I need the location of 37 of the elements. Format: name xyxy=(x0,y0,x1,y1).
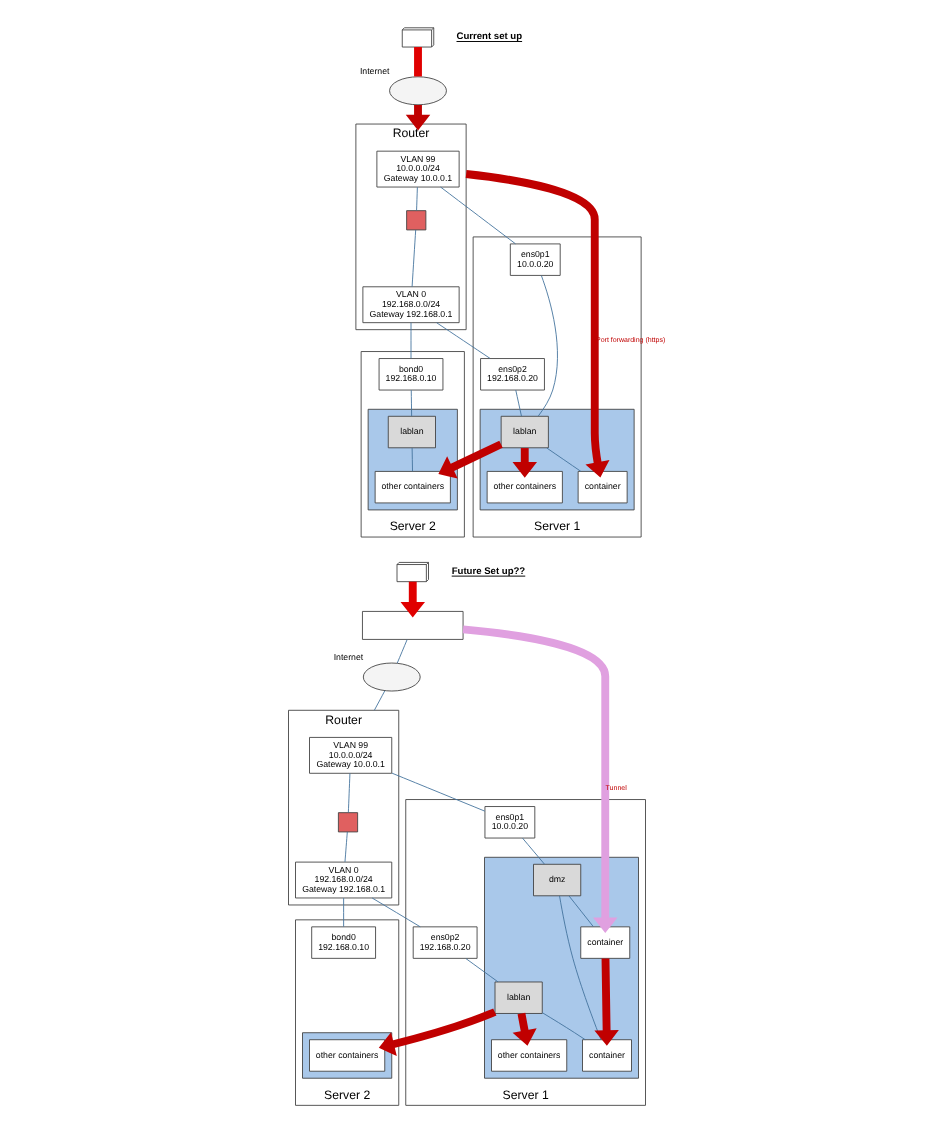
connector xyxy=(411,229,417,288)
node-firewall xyxy=(406,210,427,231)
arrow xyxy=(512,1012,537,1046)
node-cloud xyxy=(362,662,421,692)
connector xyxy=(436,322,491,359)
connector xyxy=(546,447,582,472)
connector xyxy=(410,322,412,359)
connector xyxy=(343,897,345,928)
cluster xyxy=(479,408,635,511)
arrow xyxy=(465,170,610,478)
connector xyxy=(522,837,545,865)
connector xyxy=(396,639,408,664)
connector xyxy=(568,895,594,927)
connector xyxy=(416,186,418,211)
arrow xyxy=(378,1008,497,1056)
node-firewall xyxy=(337,812,359,833)
connector xyxy=(344,831,348,863)
connector xyxy=(537,275,558,417)
connector xyxy=(440,186,516,245)
cluster xyxy=(302,1032,393,1079)
arrow xyxy=(400,581,425,618)
connector xyxy=(542,1012,586,1041)
connector xyxy=(373,690,386,711)
connector xyxy=(410,389,413,417)
connector xyxy=(414,47,422,77)
connector xyxy=(465,958,499,983)
connector xyxy=(347,772,351,813)
connector xyxy=(559,895,602,1040)
arrow xyxy=(594,958,619,1046)
node-box xyxy=(362,610,464,640)
connector xyxy=(391,772,486,812)
node-cloud xyxy=(389,76,447,106)
connector xyxy=(411,447,413,472)
arrow xyxy=(462,625,618,934)
arrow xyxy=(438,440,503,479)
connector xyxy=(515,389,522,417)
cluster xyxy=(484,856,639,1079)
